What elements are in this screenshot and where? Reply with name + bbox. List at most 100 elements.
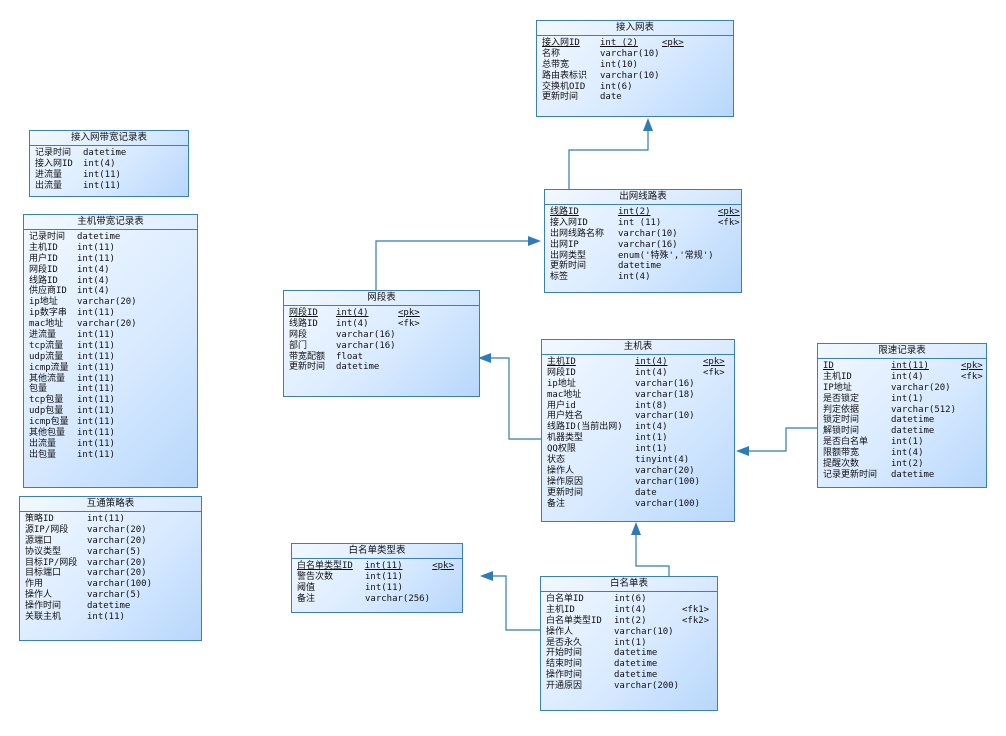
table-row[interactable]: 线路ID(当前出网)int(4) <box>547 422 734 433</box>
